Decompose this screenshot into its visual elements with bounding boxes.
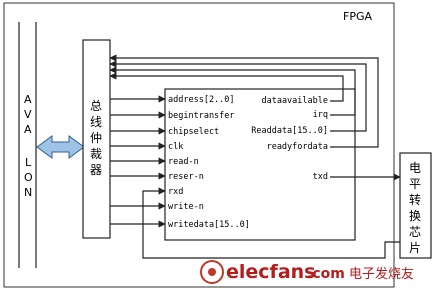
avalon-letter: O xyxy=(24,171,33,184)
signal-label: reser-n xyxy=(168,172,204,182)
readyfordata-feedback xyxy=(109,54,379,148)
right-signal-labels: dataavailable irq Readdata[15..0] readyf… xyxy=(251,96,328,182)
signal-label: rxd xyxy=(168,187,183,197)
left-signal-group xyxy=(110,95,166,228)
avalon-letter: N xyxy=(24,186,32,199)
shifter-char: 换 xyxy=(409,209,421,223)
bidirectional-bus-arrow-icon xyxy=(36,135,85,159)
signal-label: writedata[15..0] xyxy=(168,220,250,230)
watermark-cn: 电子发烧友 xyxy=(349,266,414,282)
bus-arbiter-block xyxy=(82,39,111,239)
arbiter-char: 仲 xyxy=(90,131,102,145)
level-shifter-label: 电 平 转 换 芯 片 xyxy=(409,161,421,255)
watermark-logo-dot-icon xyxy=(208,268,216,276)
avalon-letter: L xyxy=(25,156,32,169)
fpga-label: FPGA xyxy=(343,10,372,23)
level-shifter-block xyxy=(399,152,432,259)
signal-label: write-n xyxy=(168,202,204,212)
signal-label: read-n xyxy=(168,157,199,167)
watermark-logo-icon xyxy=(200,260,224,284)
feedback-signal-group xyxy=(109,54,379,148)
bus-arbiter-label: 总 线 仲 裁 器 xyxy=(90,99,102,177)
avalon-label: A V A L O N xyxy=(24,93,33,199)
irq-feedback xyxy=(109,66,356,116)
shifter-char: 片 xyxy=(409,241,421,255)
fpga-boundary xyxy=(3,2,395,288)
watermark: elecfans .com 电子发烧友 xyxy=(200,260,414,284)
shifter-char: 芯 xyxy=(409,225,421,239)
arbiter-char: 总 xyxy=(90,99,102,113)
arbiter-char: 裁 xyxy=(90,147,102,161)
signal-label: dataavailable xyxy=(261,96,328,106)
signal-label: begintransfer xyxy=(168,111,235,121)
shifter-char: 平 xyxy=(409,177,421,191)
arbiter-char: 器 xyxy=(90,163,102,177)
rxd-path xyxy=(142,187,400,259)
left-signal-labels: address[2..0] begintransfer chipselect c… xyxy=(168,95,250,230)
watermark-domain: .com xyxy=(307,266,345,282)
signal-label: readyfordata xyxy=(267,142,328,152)
signal-label: Readdata[15..0] xyxy=(251,126,328,136)
arbiter-char: 线 xyxy=(90,115,102,129)
shifter-char: 电 xyxy=(409,161,421,175)
watermark-site: elecfans xyxy=(226,261,315,283)
readdata-feedback xyxy=(109,60,367,132)
shifter-char: 转 xyxy=(409,192,421,207)
dataavailable-feedback xyxy=(109,72,344,102)
avalon-letter: A xyxy=(24,123,32,136)
signal-label: irq xyxy=(313,110,328,120)
uart-core-block xyxy=(164,88,356,241)
avalon-letter: A xyxy=(24,93,32,106)
signal-label: address[2..0] xyxy=(168,95,235,105)
signal-label: clk xyxy=(168,142,183,152)
signal-label: chipselect xyxy=(168,127,219,137)
signal-label: txd xyxy=(313,172,328,182)
avalon-letter: V xyxy=(24,108,32,121)
